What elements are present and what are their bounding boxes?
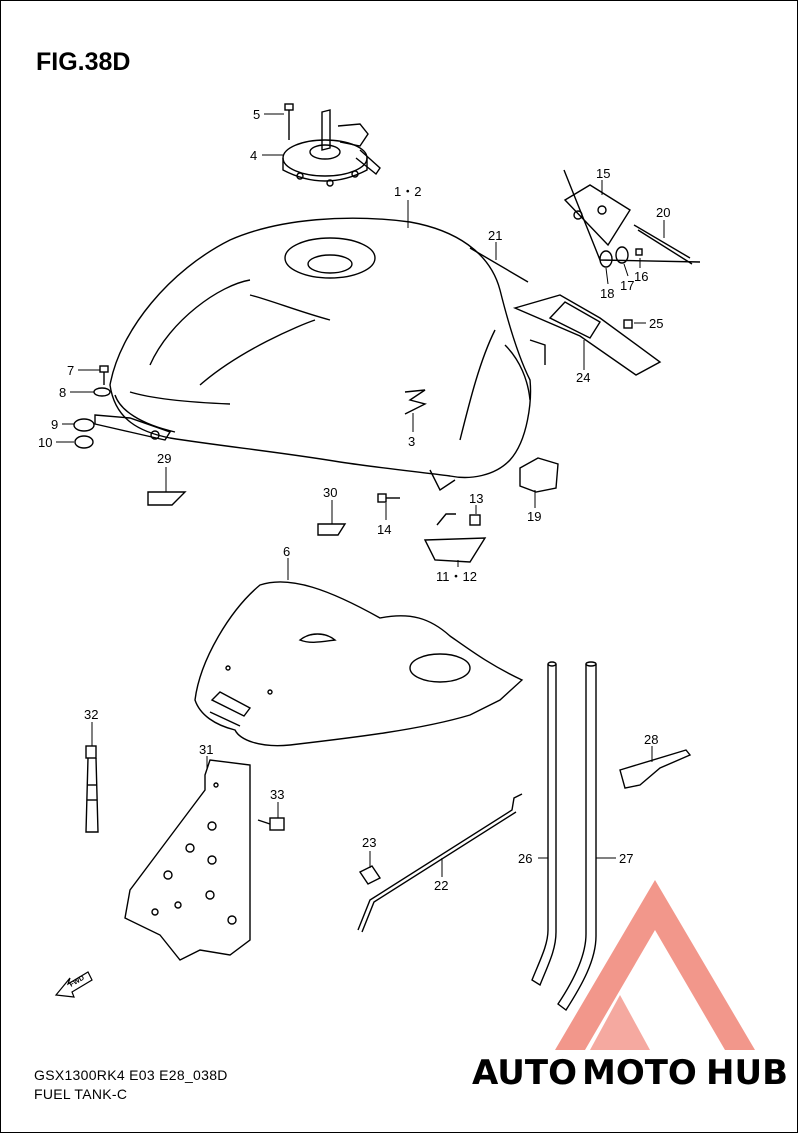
callout-21: 21 xyxy=(488,228,502,243)
callout-9: 9 xyxy=(51,417,58,432)
watermark-logo: AUTO MOTO HUB xyxy=(472,880,788,1093)
watermark-moto: MOTO xyxy=(582,1053,697,1093)
fuel-tank xyxy=(109,217,532,492)
figure-title: FIG.38D xyxy=(36,48,131,76)
watermark-hub: HUB xyxy=(706,1053,788,1093)
bracket-28 xyxy=(619,749,692,789)
callout-30: 30 xyxy=(323,485,337,500)
callout-7: 7 xyxy=(67,363,74,378)
callout-27: 27 xyxy=(619,851,633,866)
callout-22: 22 xyxy=(434,878,448,893)
callout-26: 26 xyxy=(518,851,532,866)
bolt-33 xyxy=(257,817,285,831)
callout-24: 24 xyxy=(576,370,590,385)
callout-16: 16 xyxy=(634,269,648,284)
callout-32: 32 xyxy=(84,707,98,722)
callout-31: 31 xyxy=(199,742,213,757)
callout-6: 6 xyxy=(283,544,290,559)
tank-bracket-assembly xyxy=(469,169,701,376)
callout-28: 28 xyxy=(644,732,658,747)
callout-17: 17 xyxy=(620,278,634,293)
callout-4: 4 xyxy=(250,148,257,163)
callout-29: 29 xyxy=(157,451,171,466)
callout-11-12: 11・12 xyxy=(436,569,477,584)
callout-25: 25 xyxy=(649,316,663,331)
callout-18: 18 xyxy=(600,286,614,301)
footer-model-code: GSX1300RK4 E03 E28_038D xyxy=(34,1067,228,1083)
pad-29 xyxy=(147,491,187,506)
suzuki-emblem xyxy=(404,389,427,415)
rod-22 xyxy=(357,793,523,933)
bolt-14 xyxy=(377,493,400,503)
tank-cover xyxy=(194,581,524,747)
callout-15: 15 xyxy=(596,166,610,181)
hoses-26-27 xyxy=(531,661,597,1012)
heat-shield-31 xyxy=(124,759,251,961)
leader-lines xyxy=(56,113,665,877)
callout-8: 8 xyxy=(59,385,66,400)
forward-arrow-icon: FWD xyxy=(54,971,93,998)
callout-33: 33 xyxy=(270,787,284,802)
left-fasteners xyxy=(73,365,172,449)
watermark-auto: AUTO xyxy=(472,1053,577,1093)
callout-1-2: 1・2 xyxy=(394,184,421,199)
callout-23: 23 xyxy=(362,835,376,850)
callout-labels: 5 4 1・2 7 8 9 10 3 29 30 14 13 11・12 15 … xyxy=(38,107,670,893)
callout-14: 14 xyxy=(377,522,391,537)
bracket-11-12 xyxy=(423,513,487,563)
damper-19 xyxy=(519,457,559,493)
pad-30 xyxy=(317,523,347,536)
footer-caption: FUEL TANK-C xyxy=(34,1086,128,1102)
strap-32 xyxy=(85,745,99,833)
callout-13: 13 xyxy=(469,491,483,506)
callout-3: 3 xyxy=(408,434,415,449)
bolt-5 xyxy=(284,103,294,140)
callout-20: 20 xyxy=(656,205,670,220)
callout-19: 19 xyxy=(527,509,541,524)
callout-10: 10 xyxy=(38,435,52,450)
callout-5: 5 xyxy=(253,107,260,122)
fuel-cap xyxy=(282,109,381,187)
